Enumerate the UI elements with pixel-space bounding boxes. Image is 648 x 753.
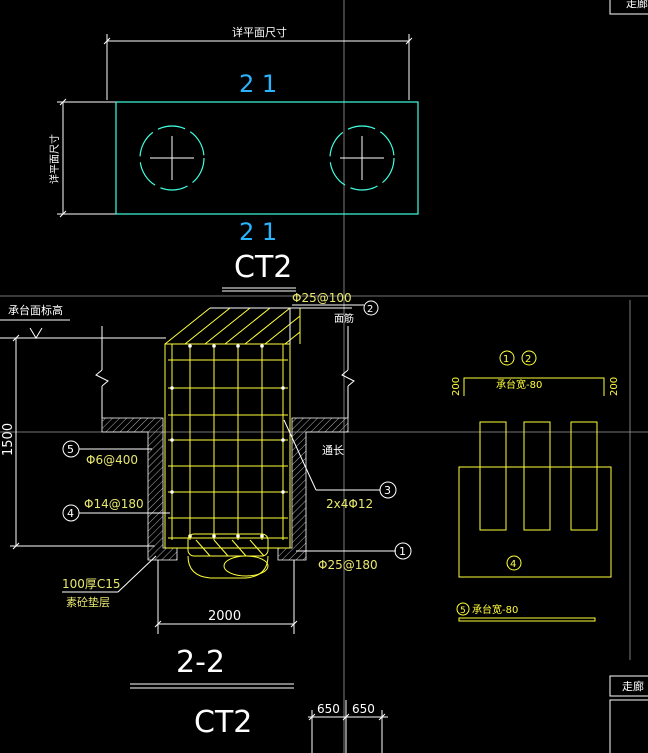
bottom-area: CT2 650 650 走廊 — [194, 675, 648, 753]
section-width-dimension — [154, 560, 298, 634]
detail-piles — [458, 421, 612, 578]
corner-label-bottom: 走廊 — [622, 679, 644, 693]
plan-cap-outline — [115, 101, 419, 215]
callout-4-num: 4 — [67, 507, 74, 520]
plan-view: 详平面尺寸 详平面尺寸 2 1 2 1 CT2 — [48, 25, 419, 292]
column-stirrups — [168, 359, 288, 539]
section-title: 2-2 — [176, 645, 225, 680]
detail-top-text: 承台宽-80 — [496, 378, 542, 391]
column-vertical-bars — [171, 344, 284, 540]
plan-left-dimension — [57, 98, 116, 218]
column-break-lines — [95, 326, 355, 418]
cap-hatch-left — [101, 417, 178, 561]
plan-axis-top: 2 1 — [239, 70, 277, 98]
callout-2: Φ25@100 2 面筋 — [292, 291, 379, 325]
callout-3-num: 3 — [384, 484, 391, 497]
callout-5-text: Φ6@400 — [86, 453, 138, 467]
corner-label-top: 走廊 — [626, 0, 648, 10]
detail-top-bar — [463, 377, 605, 396]
column-outline — [164, 343, 291, 549]
callout-1: 1 Φ25@180 — [296, 542, 412, 572]
cap-top-elevation-label: 承台面标高 — [8, 303, 63, 317]
callout-2-note: 面筋 — [334, 312, 354, 325]
elevation-marker — [0, 319, 166, 339]
detail-side-right: 200 — [609, 377, 620, 396]
section-height-dimension — [10, 334, 155, 550]
callout-3: 通长 2x4Φ12 3 — [283, 419, 397, 511]
cushion-label-line2: 素砼垫层 — [66, 595, 110, 609]
section-pile — [187, 533, 269, 579]
callout-5-num: 5 — [67, 443, 74, 456]
detail-bottom-num: 4 — [510, 559, 516, 570]
callout-3-note: 通长 — [322, 444, 344, 457]
bottom-title: CT2 — [194, 705, 252, 740]
callout-4: 4 Φ14@180 — [62, 497, 170, 522]
callout-4-text: Φ14@180 — [84, 497, 144, 511]
section-width-dim-label: 2000 — [208, 609, 241, 624]
plan-left-dim-label: 详平面尺寸 — [48, 134, 61, 184]
callout-2-text: Φ25@100 — [292, 291, 352, 305]
bottom-dim-b: 650 — [352, 702, 375, 716]
plan-top-dimension — [103, 34, 413, 100]
cushion-label-line1: 100厚C15 — [62, 577, 121, 591]
section-view: 承台面标高 1500 — [0, 291, 412, 689]
plan-pile-right — [329, 125, 395, 191]
detail-legend-text: 承台宽-80 — [472, 603, 518, 616]
right-detail: 1 2 承台宽-80 200 200 4 5 承台宽-80 — [451, 350, 620, 622]
plan-title: CT2 — [234, 250, 292, 285]
bottom-dim-a: 650 — [317, 702, 340, 716]
detail-side-left: 200 — [451, 377, 462, 396]
detail-legend-num: 5 — [460, 606, 466, 616]
callout-3-text: 2x4Φ12 — [326, 497, 373, 511]
bottom-dimension — [308, 700, 388, 753]
corner-box-top-right: 走廊 — [609, 0, 648, 15]
detail-num-2: 2 — [525, 354, 531, 365]
cushion-leader — [62, 555, 157, 593]
callout-1-text: Φ25@180 — [318, 558, 378, 572]
plan-top-dim-label: 详平面尺寸 — [232, 25, 287, 39]
callout-5: 5 Φ6@400 — [62, 440, 152, 467]
top-rebar-hatch — [164, 307, 301, 345]
callout-1-num: 1 — [399, 545, 406, 558]
detail-num-1: 1 — [503, 354, 509, 365]
plan-axis-bottom: 2 1 — [239, 218, 277, 246]
cap-hatch-right — [277, 417, 349, 561]
plan-pile-left — [139, 125, 205, 191]
callout-2-num: 2 — [367, 304, 373, 315]
rebar-dots — [170, 344, 285, 538]
section-height-dim-label: 1500 — [1, 423, 16, 456]
